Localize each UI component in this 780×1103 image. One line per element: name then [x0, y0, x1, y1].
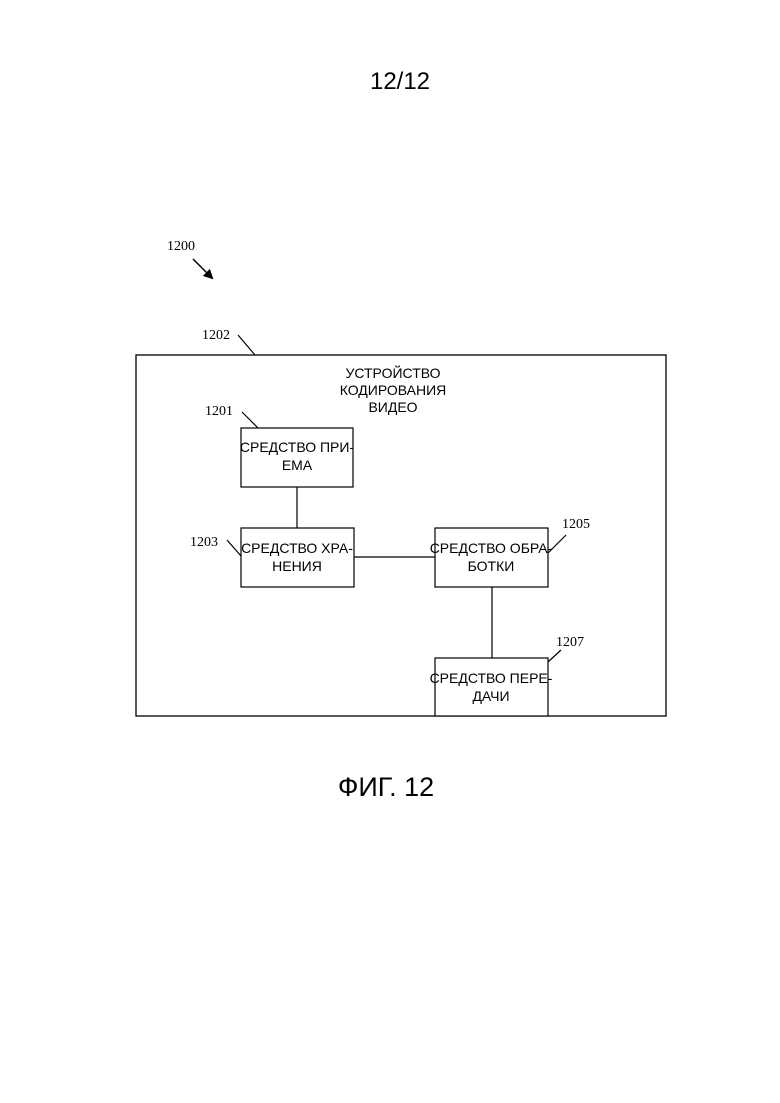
device-title-line-1: УСТРОЙСТВО	[345, 364, 440, 381]
device-title-line-2: КОДИРОВАНИЯ	[340, 382, 447, 398]
transmitter-block	[435, 658, 548, 716]
receiver-ref-label: 1201	[205, 404, 233, 419]
storage-ref-label: 1203	[190, 535, 218, 550]
processor-label-line-1: СРЕДСТВО ОБРА-	[430, 540, 553, 556]
storage-label-line-1: СРЕДСТВО ХРА-	[241, 540, 353, 556]
device-title-line-3: ВИДЕО	[368, 399, 417, 415]
transmitter-label-line-1: СРЕДСТВО ПЕРЕ-	[430, 670, 553, 686]
transmitter-label-line-2: ДАЧИ	[472, 688, 509, 704]
storage-ref-leader	[227, 540, 241, 556]
system-ref-label: 1200	[167, 239, 195, 254]
storage-label-line-2: НЕНИЯ	[272, 558, 322, 574]
system-ref-arrow	[193, 259, 212, 278]
device-ref-leader	[238, 335, 255, 355]
device-ref-label: 1202	[202, 328, 230, 343]
transmitter-ref-leader	[548, 650, 561, 662]
processor-label-line-2: БОТКИ	[468, 558, 515, 574]
figure-caption: ФИГ. 12	[0, 772, 772, 803]
processor-ref-label: 1205	[562, 517, 590, 532]
receiver-label-line-1: СРЕДСТВО ПРИ-	[240, 439, 355, 455]
transmitter-ref-label: 1207	[556, 635, 584, 650]
receiver-ref-leader	[242, 412, 258, 428]
receiver-label-line-2: ЕМА	[282, 457, 313, 473]
